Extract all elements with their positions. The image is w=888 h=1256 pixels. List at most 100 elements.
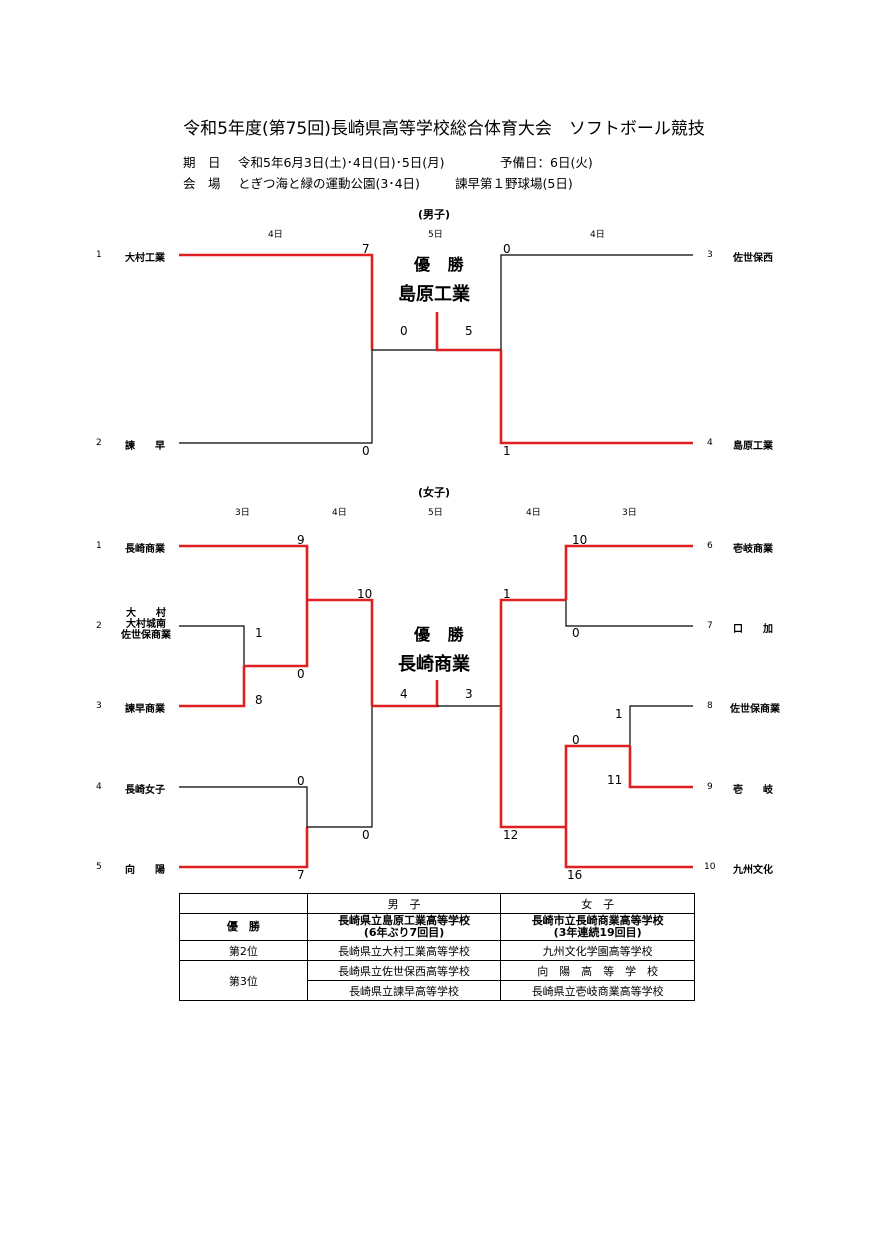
results-row-third-a: 第3位 長崎県立佐世保西高等学校 向 陽 高 等 学 校	[179, 960, 695, 1001]
girls-line-3b	[244, 600, 309, 668]
results-row-second: 第2位 長崎県立大村工業高等学校 九州文化学園高等学校	[179, 940, 695, 961]
boys-line-4	[499, 350, 693, 445]
boys-team-1-num: 1	[96, 250, 102, 260]
boys-team-4-name: 島原工業	[733, 441, 773, 452]
girls-day-1: 3日	[235, 508, 250, 518]
girls-team-1-num: 1	[96, 541, 102, 551]
girls-line-2	[179, 625, 245, 666]
results-third-boys-b: 長崎県立諫早高等学校	[306, 980, 502, 1001]
girls-score-l8: 7	[297, 868, 305, 882]
results-second-girls: 九州文化学園高等学校	[500, 940, 695, 961]
girls-day-5: 3日	[622, 508, 637, 518]
girls-line-sf4	[499, 706, 566, 829]
girls-team-5-name: 向 陽	[125, 865, 165, 876]
boys-team-3-name: 佐世保西	[733, 253, 773, 264]
boys-score-final-left: 0	[400, 324, 408, 338]
girls-team-2-name-c: 佐世保商業	[121, 630, 171, 641]
girls-score-r4: 1	[615, 707, 623, 721]
results-second-label: 第2位	[179, 940, 308, 961]
girls-score-l1: 9	[297, 533, 305, 547]
boys-team-2-name: 諫 早	[125, 441, 165, 452]
girls-line-5	[179, 827, 309, 869]
boys-line-final	[435, 312, 501, 352]
girls-section-label: (女子)	[418, 486, 451, 499]
girls-line-9	[628, 746, 693, 789]
results-third-girls-b: 長崎県立壱岐商業高等学校	[500, 980, 695, 1001]
results-third-label: 第3位	[179, 960, 308, 1001]
venue-label: 会 場	[183, 176, 221, 191]
dates-label: 期 日	[183, 155, 221, 170]
girls-team-4-name: 長崎女子	[125, 785, 165, 796]
boys-day-center: 5日	[428, 230, 443, 240]
girls-team-5-num: 5	[96, 862, 102, 872]
boys-team-1-name: 大村工業	[125, 253, 165, 264]
boys-section-label: (男子)	[418, 208, 451, 221]
girls-bracket-lines-left	[179, 544, 501, 869]
boys-team-3-num: 3	[707, 250, 713, 260]
girls-score-final-right: 3	[465, 687, 473, 701]
results-first-boys: 長崎県立島原工業高等学校 (6年ぶり7回目)	[306, 913, 502, 941]
girls-team-2-names: 大 村 大村城南 佐世保商業	[113, 608, 179, 641]
venue-value-2: 諫早第１野球場(5日)	[455, 176, 573, 191]
results-second-boys: 長崎県立大村工業高等学校	[306, 940, 502, 961]
boys-day-left: 4日	[268, 230, 283, 240]
girls-team-6-num: 6	[707, 541, 713, 551]
results-row-third-b: 長崎県立諫早高等学校 長崎県立壱岐商業高等学校	[180, 980, 695, 1001]
girls-line-sf3	[499, 598, 566, 706]
girls-line-6	[564, 544, 693, 600]
girls-score-l7: 0	[362, 828, 370, 842]
girls-score-l6: 0	[297, 774, 305, 788]
girls-line-4	[179, 786, 308, 827]
girls-bracket-lines-right	[499, 544, 693, 869]
girls-score-l5: 10	[357, 587, 373, 601]
results-header-blank	[179, 893, 308, 914]
girls-day-4: 4日	[526, 508, 541, 518]
results-first-boys-school: 長崎県立島原工業高等学校	[338, 914, 471, 927]
girls-score-r8: 16	[567, 868, 583, 882]
boys-score-3: 0	[503, 242, 511, 256]
results-first-label: 優 勝	[179, 913, 308, 941]
boys-line-3	[500, 254, 693, 350]
reserve-day: 予備日：6日(火)	[500, 155, 593, 170]
boys-champion-label: 優 勝	[414, 255, 470, 274]
girls-champion-label: 優 勝	[414, 625, 470, 644]
girls-score-r7: 12	[503, 828, 519, 842]
girls-line-sf1	[307, 598, 374, 706]
results-table: 男 子 女 子 優 勝 長崎県立島原工業高等学校 (6年ぶり7回目) 長崎市立長…	[179, 893, 695, 1001]
girls-line-7	[565, 600, 693, 627]
results-third-boys-a: 長崎県立佐世保西高等学校	[306, 960, 502, 981]
girls-score-r6: 11	[607, 773, 623, 787]
boys-bracket-lines	[179, 253, 693, 445]
page-title: 令和5年度(第75回)長崎県高等学校総合体育大会 ソフトボール競技	[183, 119, 705, 139]
girls-team-1-name: 長崎商業	[125, 544, 165, 555]
girls-champion-name: 長崎商業	[398, 654, 470, 675]
girls-team-7-name: 口 加	[733, 624, 773, 635]
boys-score-2: 0	[362, 444, 370, 458]
girls-team-3-num: 3	[96, 701, 102, 711]
results-header-girls: 女 子	[500, 893, 695, 914]
venue-value: とぎつ海と緑の運動公園(3･4日)	[238, 176, 420, 191]
boys-team-2-num: 2	[96, 438, 102, 448]
girls-team-3-name: 諫早商業	[125, 704, 165, 715]
girls-team-4-num: 4	[96, 782, 102, 792]
results-header-boys: 男 子	[306, 893, 502, 914]
girls-score-r3: 1	[503, 587, 511, 601]
girls-score-l4: 8	[255, 693, 263, 707]
girls-score-final-left: 4	[400, 687, 408, 701]
boys-score-1: 7	[362, 242, 370, 256]
girls-team-10-num: 10	[704, 862, 716, 872]
girls-score-r1: 10	[572, 533, 588, 547]
girls-team-9-name: 壱 岐	[733, 785, 773, 796]
results-first-boys-note: (6年ぶり7回目)	[363, 926, 445, 939]
girls-line-sf2	[307, 706, 373, 828]
girls-team-2-name-a: 大 村	[126, 608, 166, 619]
boys-score-4: 1	[503, 444, 511, 458]
girls-team-6-name: 壱岐商業	[733, 544, 773, 555]
results-header-row: 男 子 女 子	[179, 893, 695, 914]
girls-score-l3: 0	[297, 667, 305, 681]
girls-team-9-num: 9	[707, 782, 713, 792]
girls-line-9b	[564, 744, 630, 827]
boys-score-final-right: 5	[465, 324, 473, 338]
girls-team-8-num: 8	[707, 701, 713, 711]
